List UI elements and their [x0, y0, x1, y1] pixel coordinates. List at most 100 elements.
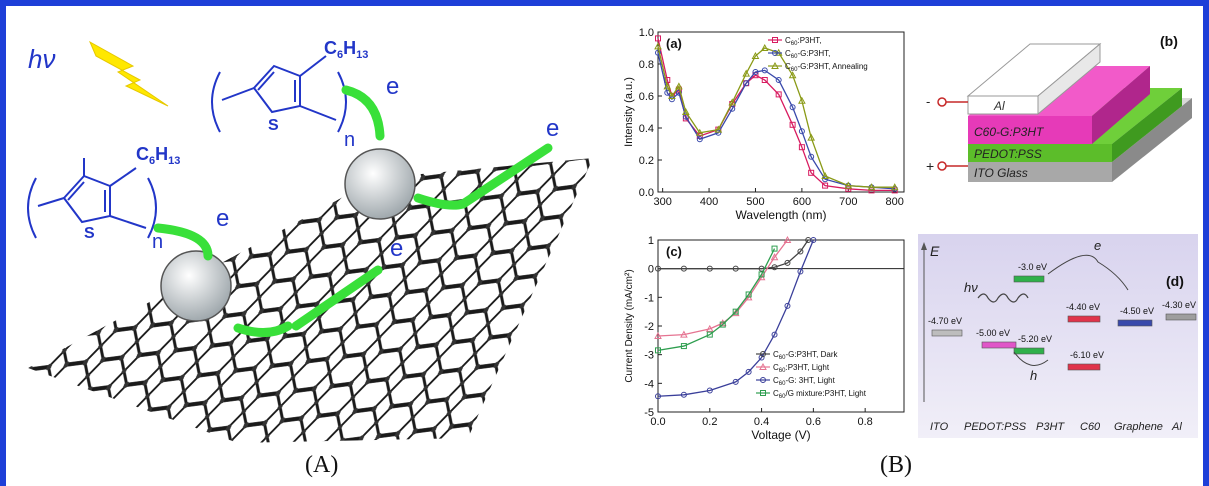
electron-path: [1047, 254, 1129, 291]
data-point: [655, 393, 661, 400]
svg-text:C6H13: C6H13: [324, 38, 368, 61]
hv-label: hν: [28, 44, 55, 74]
data-point: [654, 331, 662, 340]
data-point: [752, 69, 759, 75]
data-point: [761, 67, 768, 74]
terminal-plus: +: [926, 158, 968, 174]
series-line: [657, 248, 776, 352]
x-tick-label: 500: [746, 196, 764, 208]
legend-label: C60-G: 3HT, Light: [773, 376, 836, 387]
data-point: [798, 96, 806, 104]
data-point: [655, 35, 661, 42]
data-point: [760, 43, 769, 51]
y-tick-label: 0.6: [639, 91, 654, 103]
legend-label: C60:P3HT,: [785, 36, 821, 47]
data-point: [655, 49, 661, 56]
energy-level-bar: [1117, 319, 1153, 327]
panel-label-d: (d): [1166, 273, 1184, 289]
graphene-sheet: [28, 158, 593, 443]
data-point: [680, 330, 688, 338]
data-point: [719, 321, 726, 328]
legend-marker: [772, 37, 778, 43]
x-tick-label: 0.8: [858, 416, 873, 428]
y-tick-label: -2: [644, 321, 654, 333]
svg-text:ITO: ITO: [930, 421, 949, 433]
data-point: [706, 265, 713, 272]
svg-text:e: e: [216, 205, 229, 232]
data-point: [728, 98, 737, 106]
fullerene-right: [344, 148, 416, 220]
plot-frame: [657, 31, 905, 193]
data-point: [729, 105, 736, 112]
y-tick-label: 1.0: [639, 27, 654, 39]
svg-text:e: e: [386, 73, 399, 100]
legend-label: C60/G mixture:P3HT, Light: [773, 389, 867, 400]
layer-al: [966, 42, 1102, 116]
legend-marker: [760, 390, 766, 396]
data-point: [758, 354, 765, 361]
panel-label: (a): [666, 36, 682, 51]
electron-arrows: [153, 85, 553, 337]
y-tick-label: 1: [648, 235, 654, 247]
data-point: [868, 187, 875, 194]
data-point: [771, 245, 778, 252]
caption-b: (B): [880, 452, 912, 478]
y-tick-label: 0.8: [639, 59, 654, 71]
energy-level-bar: [1165, 313, 1197, 321]
x-tick-label: 600: [793, 196, 811, 208]
series-line: [657, 239, 788, 337]
data-point: [675, 82, 683, 90]
y-tick-label: -4: [644, 378, 654, 390]
svg-text:-: -: [926, 94, 930, 109]
energy-level-label: -4.40 eV: [1066, 302, 1100, 312]
s-top: S: [268, 117, 279, 134]
y-tick-label: 0.4: [639, 123, 654, 135]
data-point: [696, 136, 703, 143]
substituent-left: C6H13: [136, 144, 180, 167]
energy-level-bar: [1013, 275, 1045, 283]
energy-level-bar: [931, 329, 963, 337]
data-point: [784, 302, 791, 309]
series-line: [657, 38, 895, 192]
data-point: [743, 80, 750, 87]
x-tick-label: 0.2: [702, 416, 717, 428]
legend-label: C60-G:P3HT, Annealing: [785, 62, 868, 73]
legend-marker: [771, 61, 779, 69]
electron-label-d: e: [1094, 238, 1101, 253]
data-point: [745, 368, 752, 375]
data-point: [890, 183, 899, 191]
data-point: [663, 82, 672, 90]
data-point: [775, 77, 782, 83]
legend-marker: [772, 50, 778, 56]
x-tick-label: 800: [886, 196, 904, 208]
caption-a: (A): [305, 452, 339, 478]
energy-level-label: -6.10 eV: [1070, 350, 1104, 360]
series-line: [657, 239, 814, 397]
data-point: [845, 185, 852, 192]
terminal-minus: -: [926, 94, 968, 109]
photon-wave: [977, 293, 1029, 303]
x-tick-label: 400: [700, 196, 718, 208]
layer-label-al: Al: [993, 99, 1005, 113]
y-tick-label: -1: [644, 292, 654, 304]
electron-labels: e e e e: [216, 73, 559, 262]
data-point: [654, 42, 662, 50]
thiophene-top: [211, 55, 347, 133]
data-point: [745, 291, 752, 298]
data-point: [808, 169, 815, 176]
legend-label: C60:P3HT, Light: [773, 363, 830, 374]
svg-text:Graphene: Graphene: [1114, 421, 1163, 433]
y-tick-label: 0.0: [639, 187, 654, 199]
data-point: [705, 324, 714, 332]
data-point: [732, 378, 739, 385]
energy-level-label: -3.0 eV: [1018, 262, 1047, 272]
legend-marker: [760, 377, 766, 383]
y-tick-label: 0.2: [639, 155, 654, 167]
data-point: [732, 265, 739, 272]
y-axis-label: Intensity (a.u.): [623, 77, 635, 147]
data-point: [668, 91, 676, 99]
svg-text:Al: Al: [1171, 421, 1182, 433]
device-structure: Al C60-G:P3HT PEDOT:PSS ITO Glass - + (b…: [926, 33, 1192, 182]
